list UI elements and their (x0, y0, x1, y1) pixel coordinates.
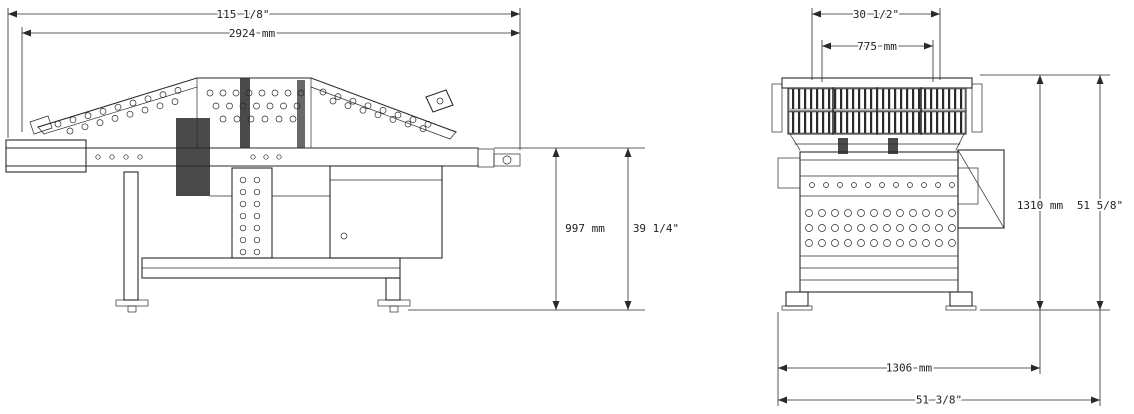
dim-side-height: 997 mm 39 1/4" (408, 147, 681, 311)
dim-label-end-height-inches: 51 5/8" (1077, 199, 1123, 212)
dim-label-side-width-mm: 2924 mm (229, 27, 276, 40)
dim-label-end-base-width-inches: 51 3/8" (916, 394, 962, 407)
end-view (771, 77, 1005, 311)
dim-end-height: 1310 mm 51 5/8" (980, 74, 1125, 311)
dim-end-base-width: 1306 mm 51 3/8" (777, 310, 1101, 409)
dim-label-end-base-width-mm: 1306 mm (886, 362, 933, 375)
dim-label-side-width-inches: 115 1/8" (217, 8, 270, 21)
dim-label-end-top-width-inches: 30 1/2" (853, 8, 899, 21)
dim-end-top-width-inches: 30 1/2" (811, 6, 941, 80)
perforation-holes (54, 87, 956, 256)
dim-label-end-height-mm: 1310 mm (1017, 199, 1064, 212)
dim-label-end-top-width-mm: 775 mm (857, 40, 897, 53)
dim-label-side-height-inches: 39 1/4" (633, 222, 679, 235)
side-view (5, 77, 521, 313)
dim-end-top-width-mm: 775 mm (821, 38, 934, 82)
dim-side-width-inches: 115 1/8" (7, 6, 521, 150)
dim-label-side-height-mm: 997 mm (565, 222, 605, 235)
dim-side-width-mm: 2924 mm (21, 25, 520, 132)
